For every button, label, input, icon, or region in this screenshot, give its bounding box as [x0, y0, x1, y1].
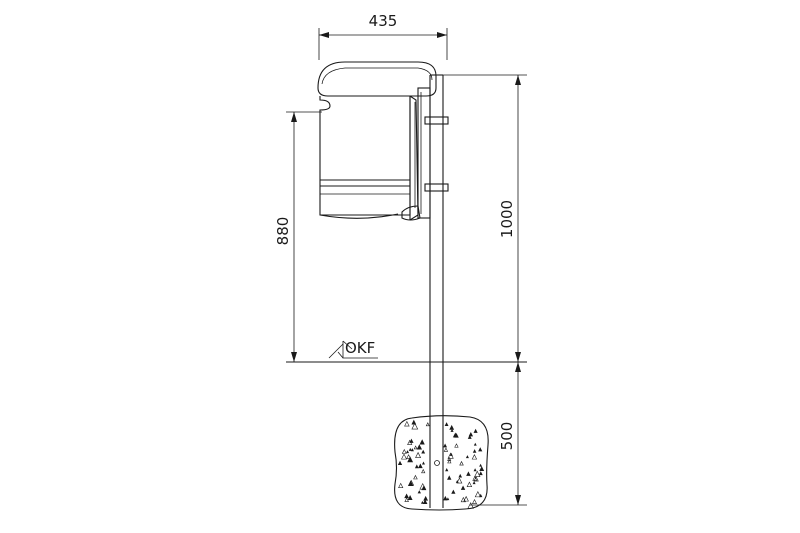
concrete-speckle [398, 482, 404, 488]
concrete-speckle [472, 449, 477, 453]
concrete-speckle [449, 452, 453, 456]
concrete-speckle [474, 470, 481, 477]
concrete-speckle [405, 450, 410, 454]
concrete-speckle [467, 502, 474, 509]
concrete-speckle [479, 493, 483, 498]
concrete-speckle [410, 448, 414, 452]
concrete-speckle [474, 491, 481, 498]
dimension-total-height: 1000 [443, 74, 527, 362]
concrete-speckle [406, 454, 411, 459]
concrete-speckle [473, 442, 477, 446]
concrete-speckle [447, 459, 452, 464]
concrete-speckle [472, 475, 478, 481]
concrete-speckle [479, 463, 483, 467]
concrete-speckle [421, 468, 426, 474]
concrete-speckle [467, 435, 472, 439]
concrete-speckle [408, 479, 415, 486]
concrete-speckle [404, 420, 410, 427]
concrete-speckle [417, 490, 421, 494]
concrete-speckle [414, 464, 419, 469]
concrete-speckle [449, 424, 455, 430]
concrete-speckle [466, 471, 471, 476]
dimension-width-label: 435 [369, 12, 398, 30]
concrete-speckle [460, 485, 466, 490]
dimension-foundation-depth-label: 500 [498, 422, 516, 451]
dimension-foundation-depth: 500 [470, 362, 527, 506]
concrete-speckle [466, 481, 473, 487]
concrete-speckle [401, 448, 407, 454]
concrete-speckle [446, 497, 450, 501]
concrete-speckle [443, 443, 448, 448]
dimension-mount-height-label: 880 [274, 217, 292, 246]
floor-reference: OKF [286, 339, 527, 363]
concrete-speckle [479, 466, 485, 472]
concrete-speckle [471, 454, 478, 460]
concrete-foundation-icon [394, 415, 489, 511]
dimension-width: 435 [318, 12, 448, 60]
concrete-speckle [459, 460, 464, 466]
concrete-speckle [411, 422, 419, 430]
concrete-speckle [460, 496, 466, 503]
concrete-speckle [472, 481, 476, 485]
concrete-speckle [423, 495, 429, 501]
concrete-speckle [451, 489, 456, 494]
concrete-speckle [401, 453, 407, 460]
concrete-speckle [404, 497, 409, 502]
concrete-speckle [473, 476, 479, 482]
concrete-speckle [409, 438, 414, 443]
concrete-speckle [443, 495, 448, 501]
concrete-speckle [411, 419, 417, 425]
concrete-speckle [454, 443, 459, 448]
concrete-speckle [444, 422, 449, 426]
concrete-speckle [415, 451, 422, 458]
concrete-speckle [404, 494, 409, 498]
concrete-speckle [397, 460, 403, 466]
concrete-speckle [450, 428, 454, 432]
concrete-speckle [456, 477, 463, 484]
concrete-speckle [463, 495, 469, 502]
post-icon [417, 74, 449, 508]
concrete-speckle [421, 461, 425, 465]
concrete-speckle [458, 473, 463, 478]
concrete-speckle [455, 479, 459, 483]
dimension-total-height-label: 1000 [498, 200, 516, 238]
concrete-speckle [443, 447, 449, 452]
concrete-speckle [468, 432, 474, 437]
concrete-speckle [413, 474, 418, 480]
dimension-mount-height: 880 [274, 111, 322, 362]
concrete-speckle [452, 432, 458, 438]
concrete-speckle [413, 445, 418, 450]
concrete-speckle [421, 449, 426, 454]
floor-reference-label: OKF [345, 339, 375, 357]
concrete-speckle [473, 468, 477, 472]
concrete-speckle [422, 499, 428, 505]
concrete-speckle [418, 463, 423, 469]
concrete-speckle [465, 455, 469, 459]
concrete-speckle [478, 471, 483, 476]
concrete-speckle [445, 468, 449, 472]
concrete-speckle [471, 498, 477, 504]
concrete-speckle [425, 422, 430, 427]
concrete-speckle [407, 456, 414, 463]
concrete-speckle [408, 447, 412, 451]
concrete-speckle [447, 475, 452, 480]
concrete-speckle [478, 447, 483, 452]
concrete-speckle [416, 444, 423, 450]
concrete-speckle [419, 482, 426, 490]
concrete-speckle [420, 500, 424, 504]
concrete-speckle [419, 439, 425, 445]
concrete-speckle [407, 495, 413, 500]
concrete-speckle [473, 428, 478, 433]
